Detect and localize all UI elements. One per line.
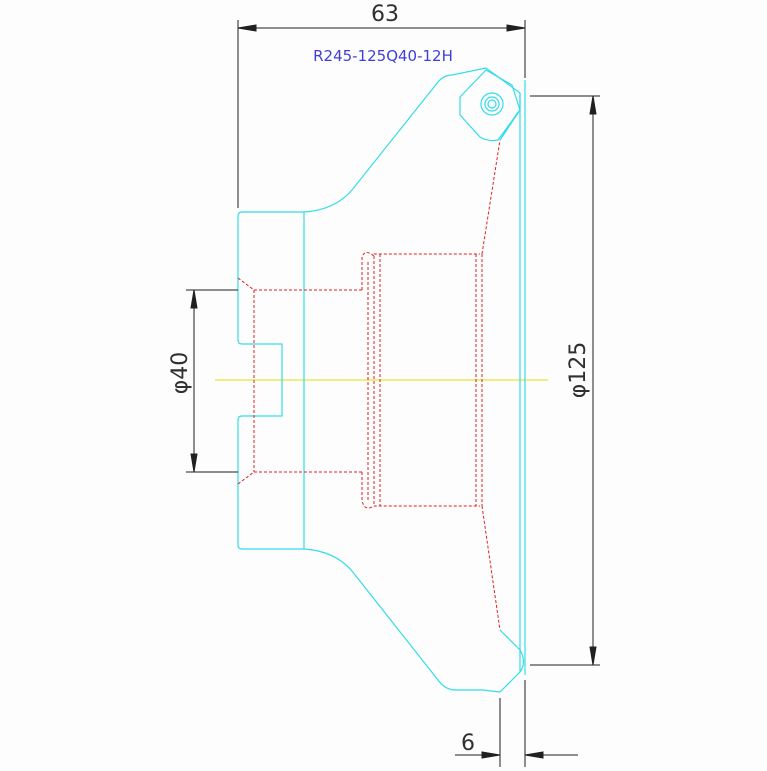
dimension-flange-width: 6 [461,731,475,756]
arrow-icon [589,95,597,115]
dimension-overall-length: 63 [371,2,399,27]
hidden-lines [237,139,501,631]
arrow-icon [190,453,198,473]
dimension-cutter-diameter: φ125 [566,342,591,399]
dimensions [186,20,600,767]
lower-body-outline [303,548,483,691]
lower-insert-outline [482,629,525,693]
part-outline [237,67,526,693]
dimension-bore-diameter: φ40 [168,352,193,395]
arrow-icon [589,646,597,666]
arrow-icon [237,24,257,32]
insert-pocket [459,69,521,142]
insert-edge [499,111,519,141]
insert-screw-icon [480,92,504,116]
part-label: R245-125Q40-12H [313,47,453,65]
hub-outline [237,211,304,550]
arrow-icon [506,24,526,32]
upper-body-outline [303,67,521,213]
arrow-icon [481,751,501,759]
arrow-icon [190,289,198,309]
arrow-icon [524,751,544,759]
